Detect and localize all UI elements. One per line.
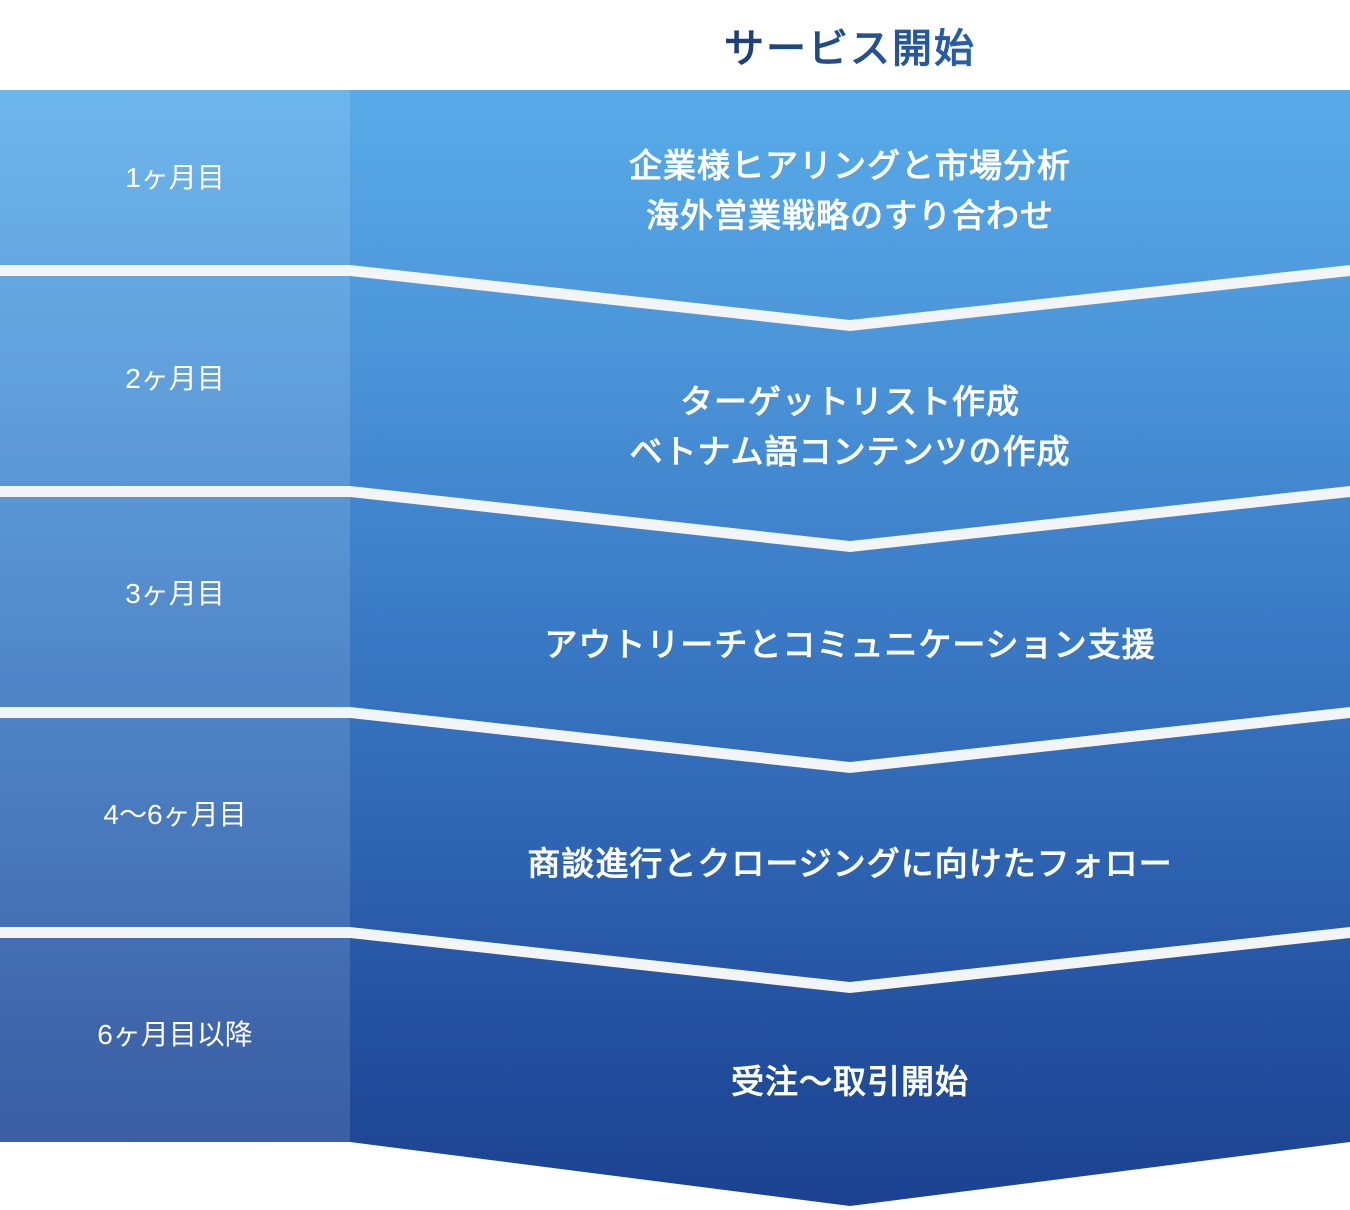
phase-4-label: 4〜6ヶ月目 xyxy=(103,799,247,830)
phase-4-line-1: 商談進行とクロージングに向けたフォロー xyxy=(527,845,1173,882)
phase-2-label: 2ヶ月目 xyxy=(125,363,225,394)
phase-2-description: ターゲットリスト作成 ベトナム語コンテンツの作成 xyxy=(350,377,1350,477)
phase-5-description: 受注〜取引開始 xyxy=(350,1057,1350,1107)
phase-3-label: 3ヶ月目 xyxy=(125,578,225,609)
phase-1-label: 1ヶ月目 xyxy=(125,162,225,193)
phase-2-line-2: ベトナム語コンテンツの作成 xyxy=(629,433,1071,470)
month-column-overlay xyxy=(0,90,350,1142)
phase-5-label: 6ヶ月目以降 xyxy=(97,1019,253,1050)
phase-1-line-2: 海外営業戦略のすり合わせ xyxy=(646,197,1054,234)
phase-2-line-1: ターゲットリスト作成 xyxy=(680,383,1020,420)
diagram-title: サービス開始 xyxy=(350,16,1350,74)
phase-3-description: アウトリーチとコミュニケーション支援 xyxy=(350,620,1350,670)
phase-5-line-1: 受注〜取引開始 xyxy=(731,1063,969,1100)
phase-1-line-1: 企業様ヒアリングと市場分析 xyxy=(629,147,1071,184)
phase-1-description: 企業様ヒアリングと市場分析 海外営業戦略のすり合わせ xyxy=(350,141,1350,241)
phase-4-description: 商談進行とクロージングに向けたフォロー xyxy=(350,839,1350,889)
phase-3-line-1: アウトリーチとコミュニケーション支援 xyxy=(544,626,1156,663)
